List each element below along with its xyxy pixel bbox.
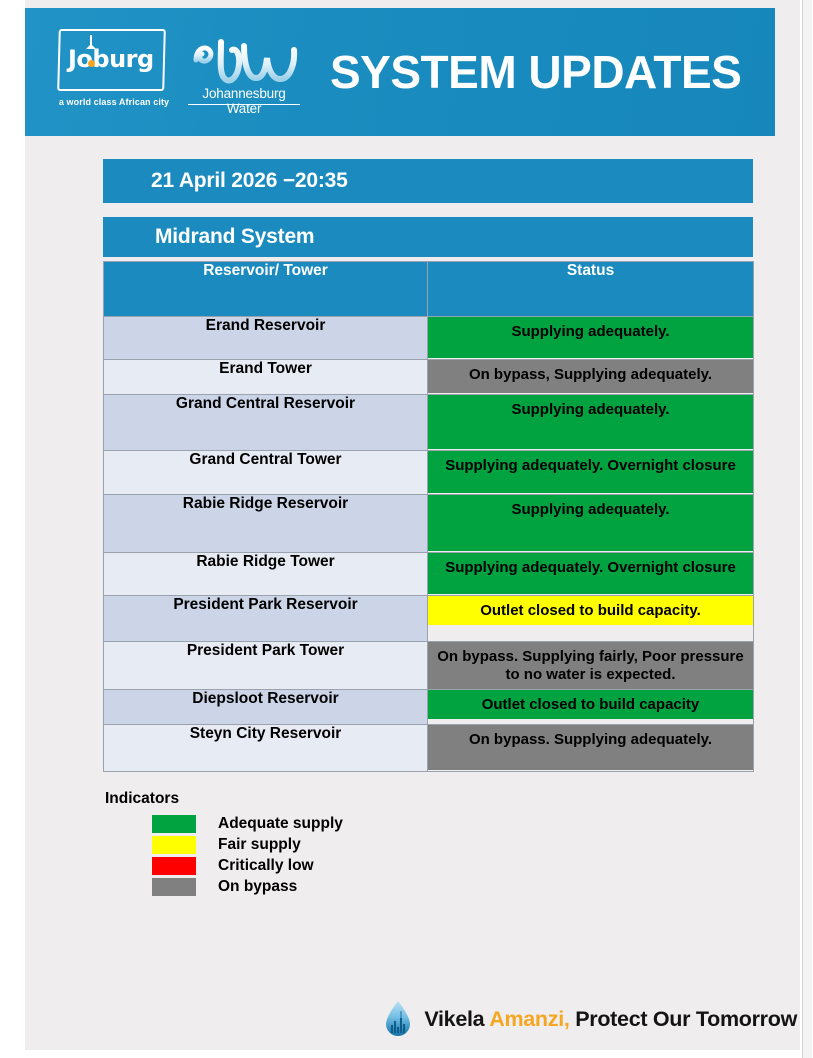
system-label: Midrand System [155, 225, 315, 248]
footer-text-highlight: Amanzi, [489, 1006, 570, 1031]
indicator-label: Adequate supply [218, 814, 343, 832]
date-bar: 21 April 2026 −20:35 [103, 159, 753, 203]
indicator-label: Fair supply [218, 835, 301, 853]
cell-reservoir-name: Rabie Ridge Reservoir [103, 494, 428, 553]
indicator-swatch [152, 814, 196, 833]
cell-reservoir-name: Erand Tower [103, 359, 428, 395]
status-badge: Outlet closed to build capacity [428, 690, 753, 719]
indicator-item: On bypass [105, 876, 505, 897]
status-badge: On bypass, Supplying adequately. [428, 360, 753, 393]
joburg-tagline: a world class African city [58, 97, 170, 107]
status-badge: Supplying adequately. [428, 317, 753, 358]
indicator-swatch [152, 877, 196, 896]
johannesburg-water-logo: Johannesburg Water [184, 32, 304, 116]
column-header-status: Status [427, 261, 754, 317]
joburg-logo-dot [88, 60, 95, 67]
indicator-label: Critically low [218, 856, 314, 874]
cell-status: On bypass. Supplying fairly, Poor pressu… [427, 641, 754, 690]
header-banner: Joburg a world class African city [25, 8, 775, 136]
page-title: SYSTEM UPDATES [330, 46, 742, 98]
indicator-item: Adequate supply [105, 813, 505, 834]
water-drop-icon [386, 1001, 411, 1036]
indicator-label: On bypass [218, 877, 298, 895]
cell-reservoir-name: Grand Central Tower [103, 450, 428, 495]
vertical-scrollbar-thumb[interactable] [803, 0, 812, 1058]
cell-reservoir-name: President Park Tower [103, 641, 428, 690]
vertical-scrollbar-track[interactable] [802, 0, 813, 1058]
cell-status: On bypass. Supplying adequately. [427, 724, 754, 772]
cell-reservoir-name: Steyn City Reservoir [103, 724, 428, 772]
cell-status: Supplying adequately. [427, 316, 754, 360]
column-header-reservoir-tower: Reservoir/ Tower [103, 261, 428, 317]
jw-underline [188, 104, 300, 105]
document-page: Joburg a world class African city [25, 0, 800, 1050]
system-bar: Midrand System [103, 217, 753, 257]
status-badge: Outlet closed to build capacity. [428, 596, 753, 625]
status-badge: Supplying adequately. [428, 395, 753, 449]
cell-reservoir-name: Rabie Ridge Tower [103, 552, 428, 596]
jw-wordmark: Johannesburg Water [202, 86, 286, 116]
date-label: 21 April 2026 −20:35 [151, 169, 348, 192]
cell-status: Supplying adequately. [427, 494, 754, 553]
indicator-item: Critically low [105, 855, 505, 876]
joburg-wordmark: Joburg [68, 45, 154, 73]
cell-status: Supplying adequately. [427, 394, 754, 451]
indicator-swatch [152, 856, 196, 875]
status-badge: Supplying adequately. Overnight closure [428, 451, 753, 493]
status-badge: Supplying adequately. Overnight closure [428, 553, 753, 594]
footer-text-part2: Protect Our Tomorrow [569, 1006, 797, 1031]
status-badge: Supplying adequately. [428, 495, 753, 551]
indicator-item: Fair supply [105, 834, 505, 855]
joburg-logo: Joburg a world class African city [52, 29, 172, 115]
table-header-row: Reservoir/ Tower Status [103, 261, 754, 317]
cell-status: Supplying adequately. Overnight closure [427, 450, 754, 495]
cell-status: On bypass, Supplying adequately. [427, 359, 754, 395]
status-badge: On bypass. Supplying fairly, Poor pressu… [428, 642, 753, 689]
footer-text-part1: Vikela [424, 1006, 490, 1031]
cell-reservoir-name: Erand Reservoir [103, 316, 428, 360]
cell-reservoir-name: Grand Central Reservoir [103, 394, 428, 451]
hillbrow-tower-icon [90, 35, 92, 48]
cell-status: Supplying adequately. Overnight closure [427, 552, 754, 596]
footer-slogan: Vikela Amanzi, Protect Our Tomorrow [25, 1000, 800, 1038]
cell-status: Outlet closed to build capacity [427, 689, 754, 725]
indicator-swatch [152, 835, 196, 854]
cell-reservoir-name: Diepsloot Reservoir [103, 689, 428, 725]
cell-status: Outlet closed to build capacity. [427, 595, 754, 642]
status-badge: On bypass. Supplying adequately. [428, 725, 753, 770]
jw-wave-icon [193, 39, 298, 84]
cell-reservoir-name: President Park Reservoir [103, 595, 428, 642]
footer-text: Vikela Amanzi, Protect Our Tomorrow [424, 1007, 797, 1032]
indicators-title: Indicators [105, 790, 180, 807]
